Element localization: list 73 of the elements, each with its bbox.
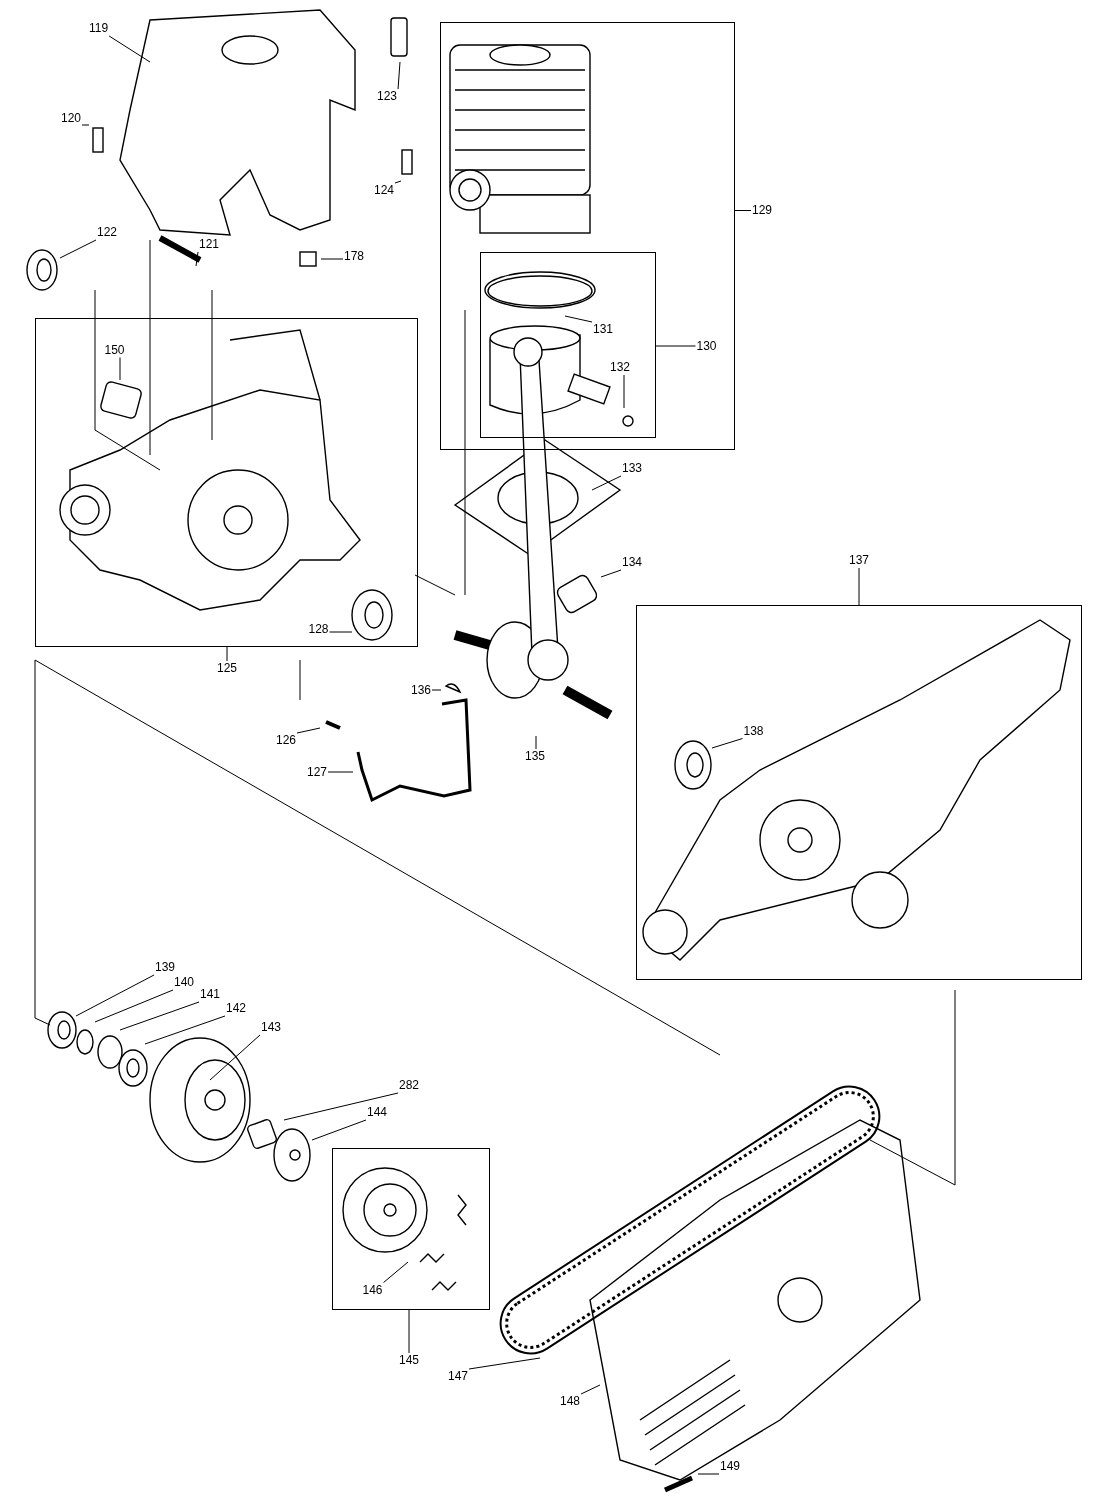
leader-line [75,974,155,1017]
callout-number: 126 [275,733,298,748]
callout-number: 135 [524,749,547,764]
leader-line [283,1092,399,1121]
leader-line [327,771,354,773]
leader-line [408,1309,410,1354]
leader-line [655,345,696,347]
callout-number: 140 [173,975,196,990]
leader-line [468,1357,541,1370]
callout-number: 122 [96,225,119,240]
leader-line [59,239,97,259]
group-frame [479,251,656,438]
leader-line [711,738,743,749]
callout-number: 129 [751,203,774,218]
callout-number: 148 [559,1394,582,1409]
leader-line [383,1261,409,1283]
callout-number: 142 [225,1001,248,1016]
callout-number: 120 [60,111,83,126]
leader-line [394,180,402,184]
leader-line [591,475,622,491]
leader-line [697,1473,720,1475]
leader-line [81,124,90,126]
callout-number: 139 [154,960,177,975]
leader-line [144,1015,226,1045]
callout-number: 147 [447,1369,470,1384]
callout-number: 282 [398,1078,421,1093]
callout-number: 133 [621,461,644,476]
callout-number: 131 [592,322,615,337]
callout-number: 123 [376,89,399,104]
callout-number: 130 [695,338,718,354]
callout-number: 178 [343,249,366,264]
callout-number: 132 [609,360,632,375]
callout-number: 121 [198,237,221,252]
callout-number: 141 [199,987,222,1002]
leader-line [94,989,174,1023]
leader-line [535,735,537,750]
callout-number: 125 [216,661,239,676]
leader-line [734,210,752,211]
callout-number: 145 [398,1353,421,1368]
leader-line [329,631,353,633]
callout-number: 137 [848,553,871,568]
callout-number: 146 [361,1282,384,1298]
group-frame [35,318,418,647]
leader-line [623,374,625,409]
group-frame [332,1148,490,1310]
leader-line [119,1001,200,1031]
leader-line [580,1384,601,1395]
callout-number: 136 [410,683,433,698]
callout-number: 128 [307,621,330,637]
callout-number: 138 [742,723,765,739]
leader-line [564,315,593,323]
leader-line [195,251,199,267]
leader-line [397,61,401,90]
callout-number: 144 [366,1105,389,1120]
leader-line [431,689,442,691]
callout-number: 124 [373,183,396,198]
leader-line [858,567,860,606]
callout-number: 149 [719,1459,742,1474]
leader-line [311,1119,367,1141]
leader-line [226,646,228,662]
callout-number: 127 [306,765,329,780]
leader-line [108,35,151,63]
callout-number: 134 [621,555,644,570]
leader-line [209,1034,261,1081]
callout-number: 150 [103,342,126,358]
leader-line [320,258,344,260]
group-frame [636,605,1082,980]
callout-number: 143 [260,1020,283,1035]
leader-line [296,727,321,734]
callout-number: 119 [88,21,110,36]
leader-line [600,569,622,578]
leader-line [119,357,121,381]
group-frame [440,22,735,450]
